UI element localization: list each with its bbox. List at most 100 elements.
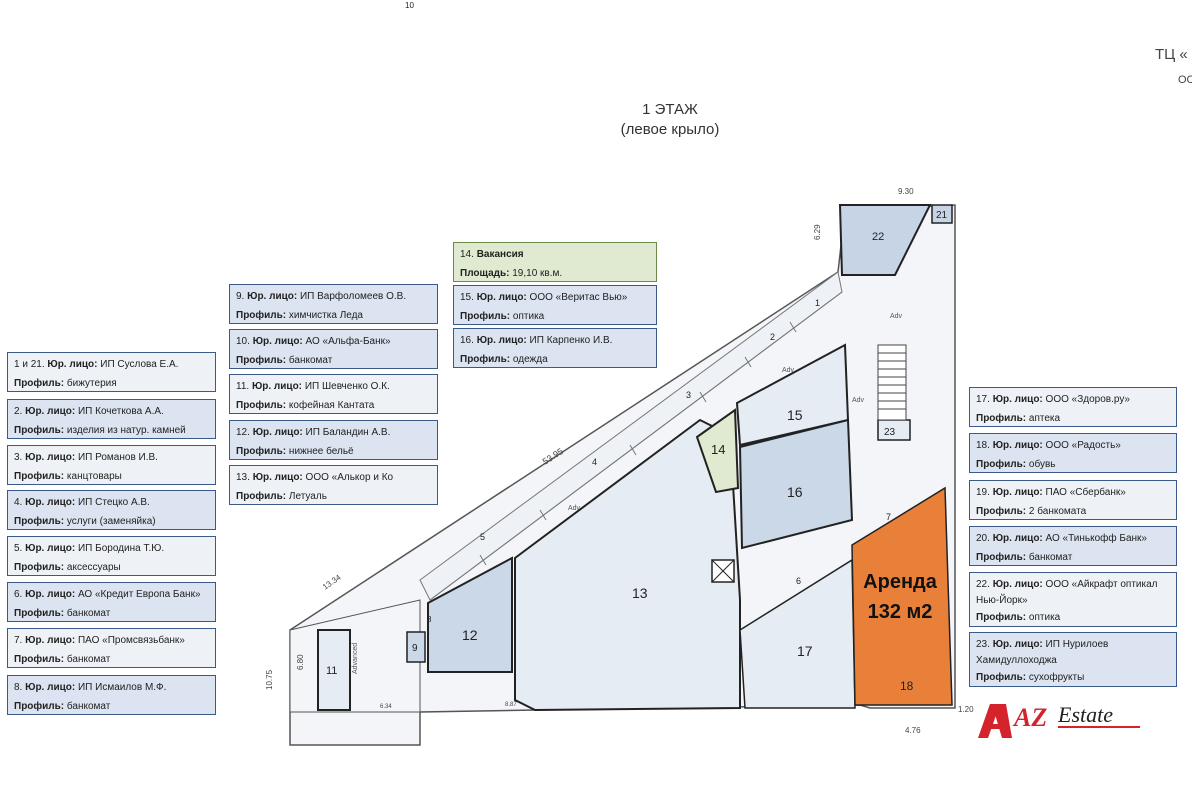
profile-label: Профиль: <box>976 612 1027 623</box>
room-12-label: 12 <box>462 627 478 643</box>
room-12 <box>427 556 513 673</box>
legal-label: Юр. лицо: <box>25 635 76 646</box>
tenant-card-7: 7. Юр. лицо: ПАО «Промсвязьбанк» Профиль… <box>7 628 216 668</box>
staircase <box>877 344 907 421</box>
legal-label: Юр. лицо: <box>25 497 76 508</box>
room-13-label: 13 <box>632 585 648 601</box>
room-13 <box>514 418 741 712</box>
az-estate-logo: AZ Estate <box>978 702 1140 738</box>
tenant-card-23: 23. Юр. лицо: ИП Нурилоев Хамидуллоходжа… <box>969 632 1177 687</box>
profile-label: Профиль: <box>14 425 65 436</box>
tenant-card-3: 3. Юр. лицо: ИП Романов И.В. Профиль: ка… <box>7 445 216 485</box>
profile-label: Профиль: <box>14 378 65 389</box>
dim-120: 1.20 <box>958 705 974 714</box>
tenant-card-10: 10. Юр. лицо: АО «Альфа-Банк» Профиль: б… <box>229 329 438 369</box>
legal-label: Юр. лицо: <box>992 394 1043 405</box>
tenant-entity: ИП Суслова Е.А. <box>100 359 179 370</box>
floor-title: 1 ЭТАЖ <box>642 101 698 118</box>
tenant-num: 2. <box>14 406 23 417</box>
room-9-label: 9 <box>412 643 418 654</box>
tenant-profile: аптека <box>1028 413 1061 424</box>
rent-line-1: Аренда <box>863 571 938 593</box>
profile-label: Профиль: <box>460 311 511 322</box>
room-17 <box>739 558 856 709</box>
room-8-label: 8 <box>427 615 432 624</box>
dim-629: 6.29 <box>813 224 822 240</box>
tenant-profile: банкомат <box>66 608 111 619</box>
tenant-num: 1 и 21. <box>14 359 45 370</box>
room-16 <box>738 418 854 550</box>
tenant-profile: банкомат <box>66 654 111 665</box>
tenant-entity: АО «Тинькофф Банк» <box>1045 533 1147 544</box>
room-18-rent <box>851 486 953 706</box>
tenant-card-4: 4. Юр. лицо: ИП Стецко А.В. Профиль: усл… <box>7 490 216 530</box>
tenant-profile: сухофрукты <box>1028 672 1085 683</box>
tenant-num: 8. <box>14 682 23 693</box>
profile-label: Профиль: <box>236 446 287 457</box>
tenant-entity: ИП Нурилоев <box>1045 639 1109 650</box>
room-4-label: 4 <box>592 457 597 467</box>
tenant-num: 15. <box>460 292 474 303</box>
tenant-card-9: 9. Юр. лицо: ИП Варфоломеев О.В. Профиль… <box>229 284 438 324</box>
legal-label: Юр. лицо: <box>992 533 1043 544</box>
tenant-entity: ИП Шевченко О.К. <box>304 381 390 392</box>
tenant-entity: ИП Баландин А.В. <box>305 427 391 438</box>
tenant-profile: услуги (заменяйка) <box>66 516 156 527</box>
tenant-card-22: 22. Юр. лицо: ООО «Айкрафт оптикал Нью-Й… <box>969 572 1177 627</box>
tenant-num: 3. <box>14 452 23 463</box>
tenant-num: 7. <box>14 635 23 646</box>
tenant-profile: изделия из натур. камней <box>66 425 186 436</box>
wing-subtitle: (левое крыло) <box>620 121 720 138</box>
corner-title: ТЦ « <box>1155 46 1188 63</box>
tenant-entity: ООО «Алькор и Ко <box>305 472 394 483</box>
tenant-profile: банкомат <box>66 701 111 712</box>
tenant-card-18: 18. Юр. лицо: ООО «Радость» Профиль: обу… <box>969 433 1177 473</box>
vacancy-area-label: Площадь: <box>460 268 510 279</box>
tenant-entity: ИП Стецко А.В. <box>77 497 150 508</box>
room-11-label: 11 <box>326 665 337 677</box>
tenant-profile: банкомат <box>1028 552 1073 563</box>
tenant-profile: банкомат <box>288 355 333 366</box>
tenant-card-12: 12. Юр. лицо: ИП Баландин А.В. Профиль: … <box>229 420 438 460</box>
room-11 <box>317 629 351 711</box>
tenant-card-15: 15. Юр. лицо: ООО «Веритас Вью» Профиль:… <box>453 285 657 325</box>
legal-label: Юр. лицо: <box>252 427 303 438</box>
tenant-num: 16. <box>460 335 474 346</box>
room-18-label: 18 <box>900 679 914 693</box>
profile-label: Профиль: <box>976 459 1027 470</box>
logo-az-text: AZ <box>1012 703 1047 732</box>
dim-1075: 10.75 <box>265 669 274 690</box>
tenant-card-19: 19. Юр. лицо: ПАО «Сбербанк» Профиль: 2 … <box>969 480 1177 520</box>
room-1-label: 1 <box>815 298 820 308</box>
tenant-entity: ИП Романов И.В. <box>77 452 158 463</box>
room-3-label: 3 <box>686 390 691 400</box>
tenant-profile: канцтовары <box>66 471 122 482</box>
tenant-entity: ООО «Радость» <box>1045 440 1121 451</box>
tenant-num: 17. <box>976 394 990 405</box>
elevator-symbol <box>711 559 735 583</box>
tenant-card-20: 20. Юр. лицо: АО «Тинькофф Банк» Профиль… <box>969 526 1177 566</box>
tenant-entity: АО «Альфа-Банк» <box>305 336 391 347</box>
dim-930: 9.30 <box>898 187 914 196</box>
tenant-card-11: 11. Юр. лицо: ИП Шевченко О.К. Профиль: … <box>229 374 438 414</box>
legal-label: Юр. лицо: <box>992 579 1043 590</box>
tenant-card-17: 17. Юр. лицо: ООО «Здоров.ру» Профиль: а… <box>969 387 1177 427</box>
tenant-num: 11. <box>236 381 250 392</box>
tenant-card-5: 5. Юр. лицо: ИП Бородина Т.Ю. Профиль: а… <box>7 536 216 576</box>
legal-label: Юр. лицо: <box>252 336 303 347</box>
profile-label: Профиль: <box>236 355 287 366</box>
dim-680: 6.80 <box>296 654 305 670</box>
tenant-num: 10. <box>236 336 250 347</box>
profile-label: Профиль: <box>460 354 511 365</box>
tenant-profile: аксессуары <box>66 562 121 573</box>
tenant-entity: ООО «Здоров.ру» <box>1045 394 1130 405</box>
tenant-card-1-21: 1 и 21. Юр. лицо: ИП Суслова Е.А. Профил… <box>7 352 216 392</box>
room-23-label: 23 <box>884 427 896 438</box>
tenant-entity: ООО «Айкрафт оптикал <box>1045 579 1158 590</box>
room-7-label: 7 <box>886 512 891 522</box>
tenant-entity: ИП Исмаилов М.Ф. <box>77 682 167 693</box>
adv-marker-4: Adv <box>890 313 903 320</box>
tenant-num: 20. <box>976 533 990 544</box>
profile-label: Профиль: <box>976 506 1027 517</box>
